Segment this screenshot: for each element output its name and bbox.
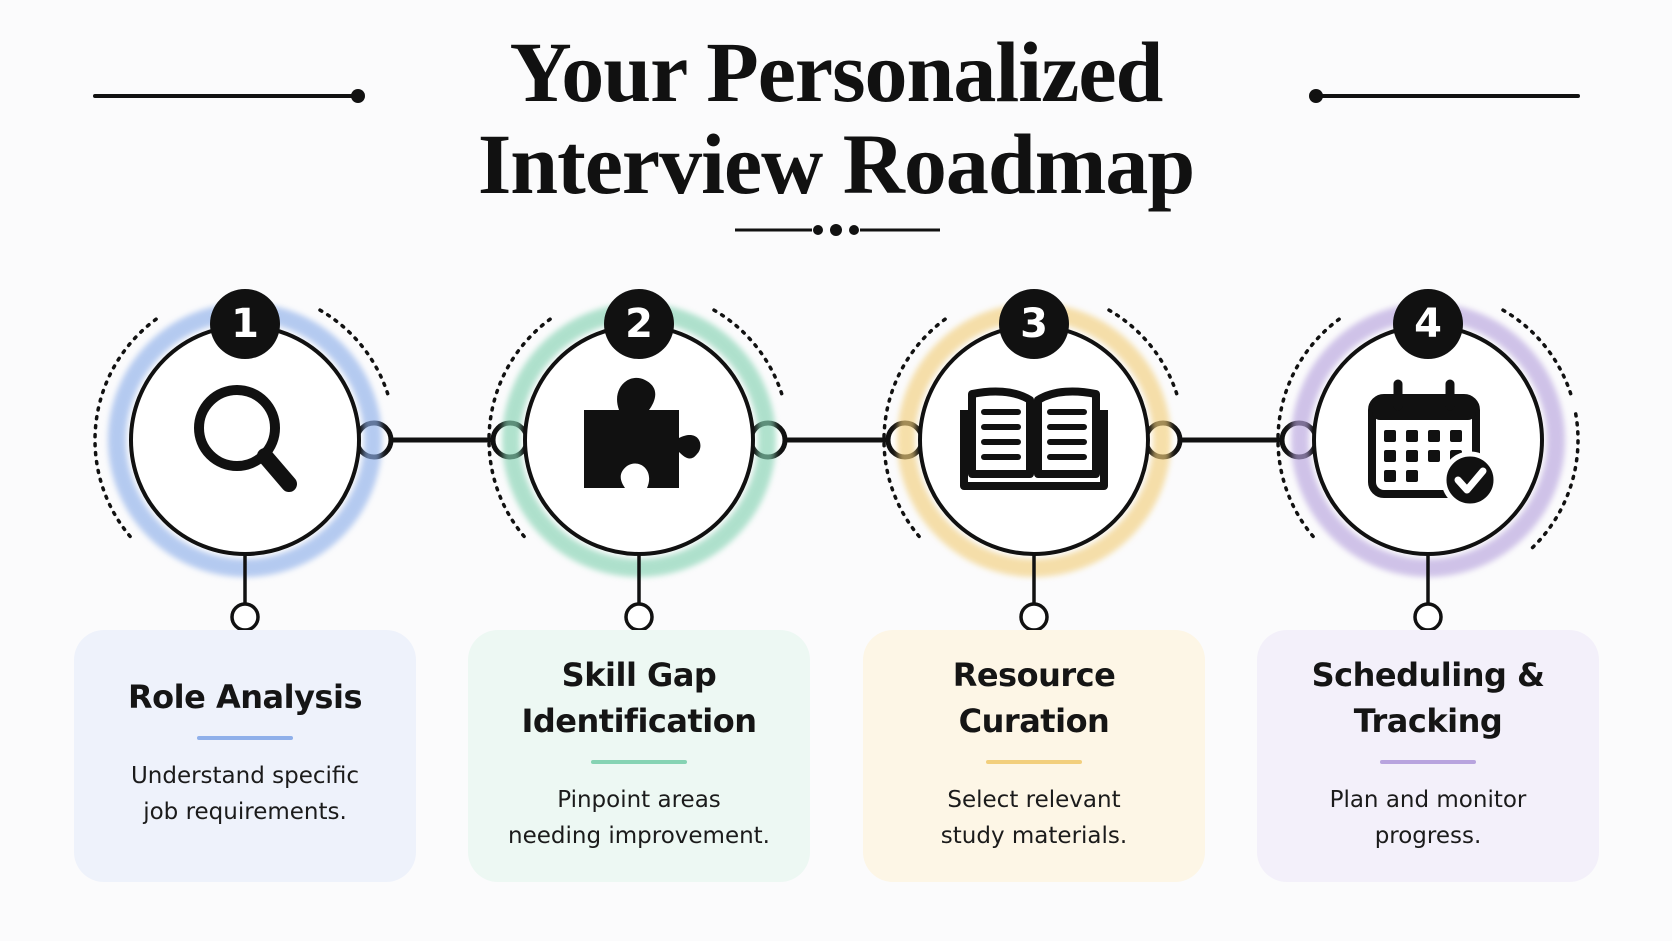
step-number-badge: 1 bbox=[210, 289, 280, 359]
step-title: Role Analysis bbox=[74, 674, 416, 720]
book-left-page bbox=[968, 387, 1034, 478]
page-title-line-1: Your Personalized bbox=[509, 24, 1164, 120]
step-description-line: Pinpoint areas bbox=[557, 787, 721, 813]
dotted-arc-left bbox=[882, 315, 950, 539]
check-mark bbox=[1454, 467, 1487, 494]
magnifier-handle bbox=[257, 448, 297, 492]
calendar-day bbox=[1450, 430, 1462, 442]
book-cover bbox=[960, 410, 1108, 490]
title-under-dot bbox=[813, 225, 823, 235]
magnifier-icon bbox=[194, 385, 297, 492]
page-title-line-2: Interview Roadmap bbox=[477, 116, 1195, 212]
step-accent-rule bbox=[197, 736, 293, 740]
open-book-icon bbox=[960, 387, 1108, 490]
dotted-arc-left bbox=[487, 315, 555, 539]
step-stem-node bbox=[230, 602, 260, 632]
check-badge bbox=[1441, 451, 1499, 509]
dotted-arc-right-lower bbox=[1526, 412, 1580, 554]
step-description-line: needing improvement. bbox=[508, 823, 770, 849]
step-accent-rule bbox=[591, 760, 687, 764]
step-accent-rule bbox=[1380, 760, 1476, 764]
step-description-line: study materials. bbox=[940, 823, 1128, 849]
title-under-dot bbox=[830, 224, 842, 236]
dotted-arc-left bbox=[93, 315, 161, 539]
step-title-line: Scheduling & bbox=[1311, 656, 1545, 694]
step-accent-rule bbox=[986, 760, 1082, 764]
calendar-header bbox=[1372, 398, 1476, 420]
step-description-line: Understand specific bbox=[130, 763, 360, 789]
step-title-line: Role Analysis bbox=[128, 678, 362, 716]
dotted-arc-right bbox=[712, 308, 784, 396]
dotted-arc-left bbox=[1276, 315, 1344, 539]
calendar-day bbox=[1384, 430, 1396, 442]
step-description: Select relevant study materials. bbox=[863, 782, 1205, 854]
puzzle-piece-shape bbox=[584, 377, 701, 488]
page-title: Your Personalized Interview Roadmap bbox=[336, 26, 1336, 210]
dotted-arc-right bbox=[1501, 308, 1573, 396]
step-description-line: progress. bbox=[1374, 823, 1482, 849]
puzzle-piece-icon bbox=[584, 377, 701, 488]
step-title-line: Skill Gap bbox=[561, 656, 717, 694]
calendar-day bbox=[1428, 450, 1440, 462]
magnifier-lens bbox=[194, 385, 280, 471]
step-description-line: Plan and monitor bbox=[1329, 787, 1527, 813]
step-icon-circle bbox=[129, 324, 361, 556]
title-under-dot bbox=[849, 225, 859, 235]
step-number-badge: 3 bbox=[999, 289, 1069, 359]
title-left-dot bbox=[351, 89, 365, 103]
calendar-day bbox=[1406, 450, 1418, 462]
calendar-day bbox=[1384, 470, 1396, 482]
calendar-day bbox=[1428, 430, 1440, 442]
calendar-check-icon bbox=[1368, 379, 1499, 509]
step-title-line: Identification bbox=[521, 702, 757, 740]
calendar-day bbox=[1406, 470, 1418, 482]
step-stem-node bbox=[624, 602, 654, 632]
dotted-arc-right bbox=[318, 308, 390, 396]
step-description: Understand specific job requirements. bbox=[74, 758, 416, 830]
step-stem-node bbox=[1413, 602, 1443, 632]
step-description: Plan and monitor progress. bbox=[1257, 782, 1599, 854]
step-number-badge: 2 bbox=[604, 289, 674, 359]
step-description-line: job requirements. bbox=[143, 799, 347, 825]
step-number-badge: 4 bbox=[1393, 289, 1463, 359]
calendar-day bbox=[1406, 430, 1418, 442]
step-2-graphic bbox=[487, 303, 784, 632]
step-title-line: Tracking bbox=[1353, 702, 1503, 740]
step-title-line: Curation bbox=[958, 702, 1110, 740]
book-right-page bbox=[1034, 387, 1100, 478]
step-title: Scheduling & Tracking bbox=[1257, 652, 1599, 744]
step-description: Pinpoint areas needing improvement. bbox=[468, 782, 810, 854]
step-title-line: Resource bbox=[952, 656, 1116, 694]
dotted-arc-right bbox=[1107, 308, 1179, 396]
step-description-line: Select relevant bbox=[947, 787, 1121, 813]
step-stem-node bbox=[1019, 602, 1049, 632]
calendar-day bbox=[1384, 450, 1396, 462]
